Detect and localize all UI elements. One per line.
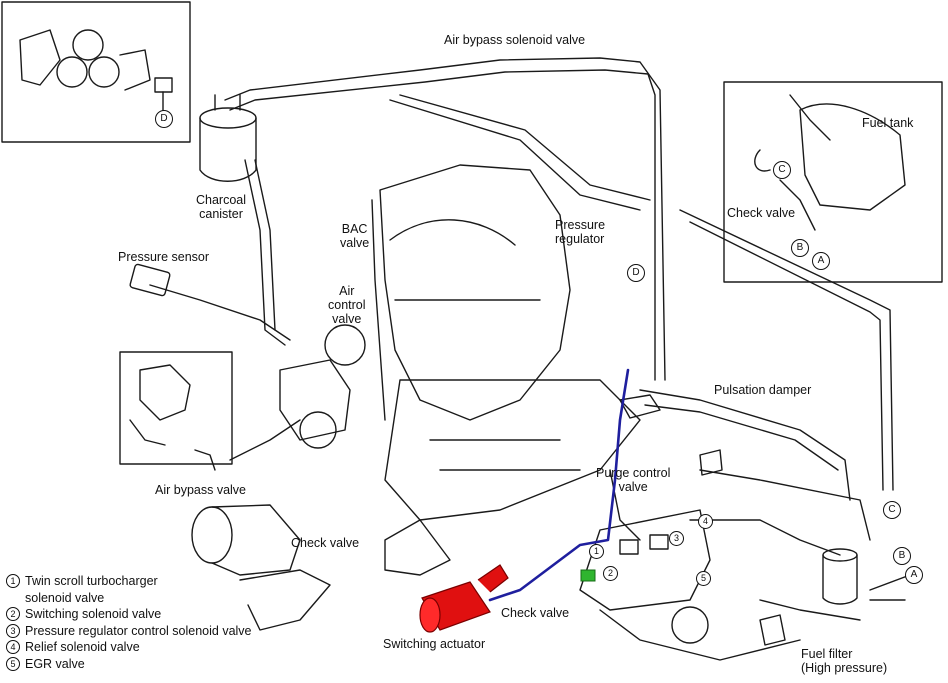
label-air-control-valve: Air control valve bbox=[328, 284, 366, 326]
charcoal-canister-drawing bbox=[199, 94, 257, 182]
label-fuel-filter: Fuel filter (High pressure) bbox=[801, 647, 888, 675]
inset-engine-view bbox=[1, 1, 191, 143]
pulsation-damper-drawing bbox=[619, 394, 723, 476]
label-fuel-tank: Fuel tank bbox=[862, 116, 914, 130]
label-charcoal-canister: Charcoal canister bbox=[196, 193, 247, 221]
switching-solenoid-highlight bbox=[580, 569, 596, 582]
solenoid-block-drawing bbox=[579, 509, 786, 646]
callout-a-tank: A bbox=[812, 252, 830, 270]
engine-drawing bbox=[379, 164, 641, 576]
air-control-valve-drawing bbox=[279, 324, 366, 449]
inset-air-bypass bbox=[119, 351, 233, 465]
inset-air-bypass-sketch bbox=[129, 364, 216, 471]
label-air-bypass-solenoid-valve: Air bypass solenoid valve bbox=[444, 33, 586, 47]
callout-c-right: C bbox=[883, 501, 901, 519]
fuel-filter-drawing bbox=[822, 548, 858, 605]
callout-4: 4 bbox=[698, 514, 713, 529]
label-bac-valve: BAC valve bbox=[340, 222, 370, 250]
callout-b-right: B bbox=[893, 547, 911, 565]
callout-d-inset: D bbox=[155, 110, 173, 128]
callout-3: 3 bbox=[669, 531, 684, 546]
label-check-valve-left: Check valve bbox=[291, 536, 360, 550]
callout-2: 2 bbox=[603, 566, 618, 581]
inset-engine-sketch bbox=[19, 29, 173, 111]
label-pressure-regulator: Pressure regulator bbox=[555, 218, 606, 246]
label-switching-actuator: Switching actuator bbox=[383, 637, 486, 651]
hose-network bbox=[149, 57, 911, 661]
label-pulsation-damper: Pulsation damper bbox=[714, 383, 812, 397]
label-check-valve-bottom: Check valve bbox=[501, 606, 570, 620]
label-pressure-sensor: Pressure sensor bbox=[118, 250, 210, 264]
callout-1: 1 bbox=[589, 544, 604, 559]
callout-a-right: A bbox=[905, 566, 923, 584]
switching-actuator-highlight bbox=[419, 564, 509, 633]
pressure-sensor-drawing bbox=[129, 263, 171, 297]
callout-d-engine: D bbox=[627, 264, 645, 282]
intake-duct-drawing bbox=[191, 504, 331, 631]
callout-b-tank: B bbox=[791, 239, 809, 257]
label-air-bypass-valve: Air bypass valve bbox=[155, 483, 247, 497]
callout-c-tank: C bbox=[773, 161, 791, 179]
callout-5: 5 bbox=[696, 571, 711, 586]
highlighted-vacuum-hose bbox=[488, 368, 630, 602]
label-check-valve-tank: Check valve bbox=[727, 206, 796, 220]
fuel-tank-drawing bbox=[754, 94, 906, 231]
inset-fuel-tank bbox=[723, 81, 943, 283]
label-purge-control-valve: Purge control valve bbox=[596, 466, 671, 494]
